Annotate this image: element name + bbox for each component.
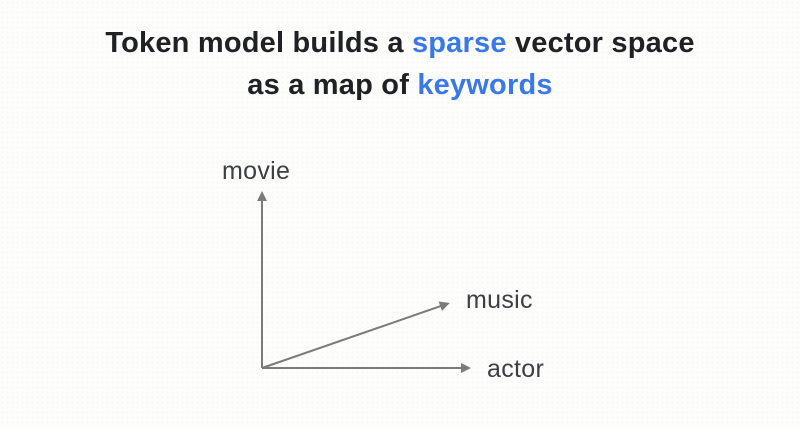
title-highlight-sparse: sparse	[411, 27, 507, 59]
vector-label-music: music	[466, 286, 533, 314]
title-line-2: as a map of keywords	[0, 64, 800, 106]
x-axis-label-actor: actor	[487, 355, 545, 383]
title-text: Token model builds a	[105, 27, 412, 59]
y-axis-label-movie: movie	[222, 157, 291, 185]
page-title: Token model builds a sparse vector space…	[0, 22, 800, 106]
music-vector-arrow	[261, 301, 450, 369]
title-text: as a map of	[247, 69, 418, 101]
title-text: vector space	[506, 27, 695, 59]
title-highlight-keywords: keywords	[417, 69, 553, 101]
title-line-1: Token model builds a sparse vector space	[0, 22, 800, 64]
